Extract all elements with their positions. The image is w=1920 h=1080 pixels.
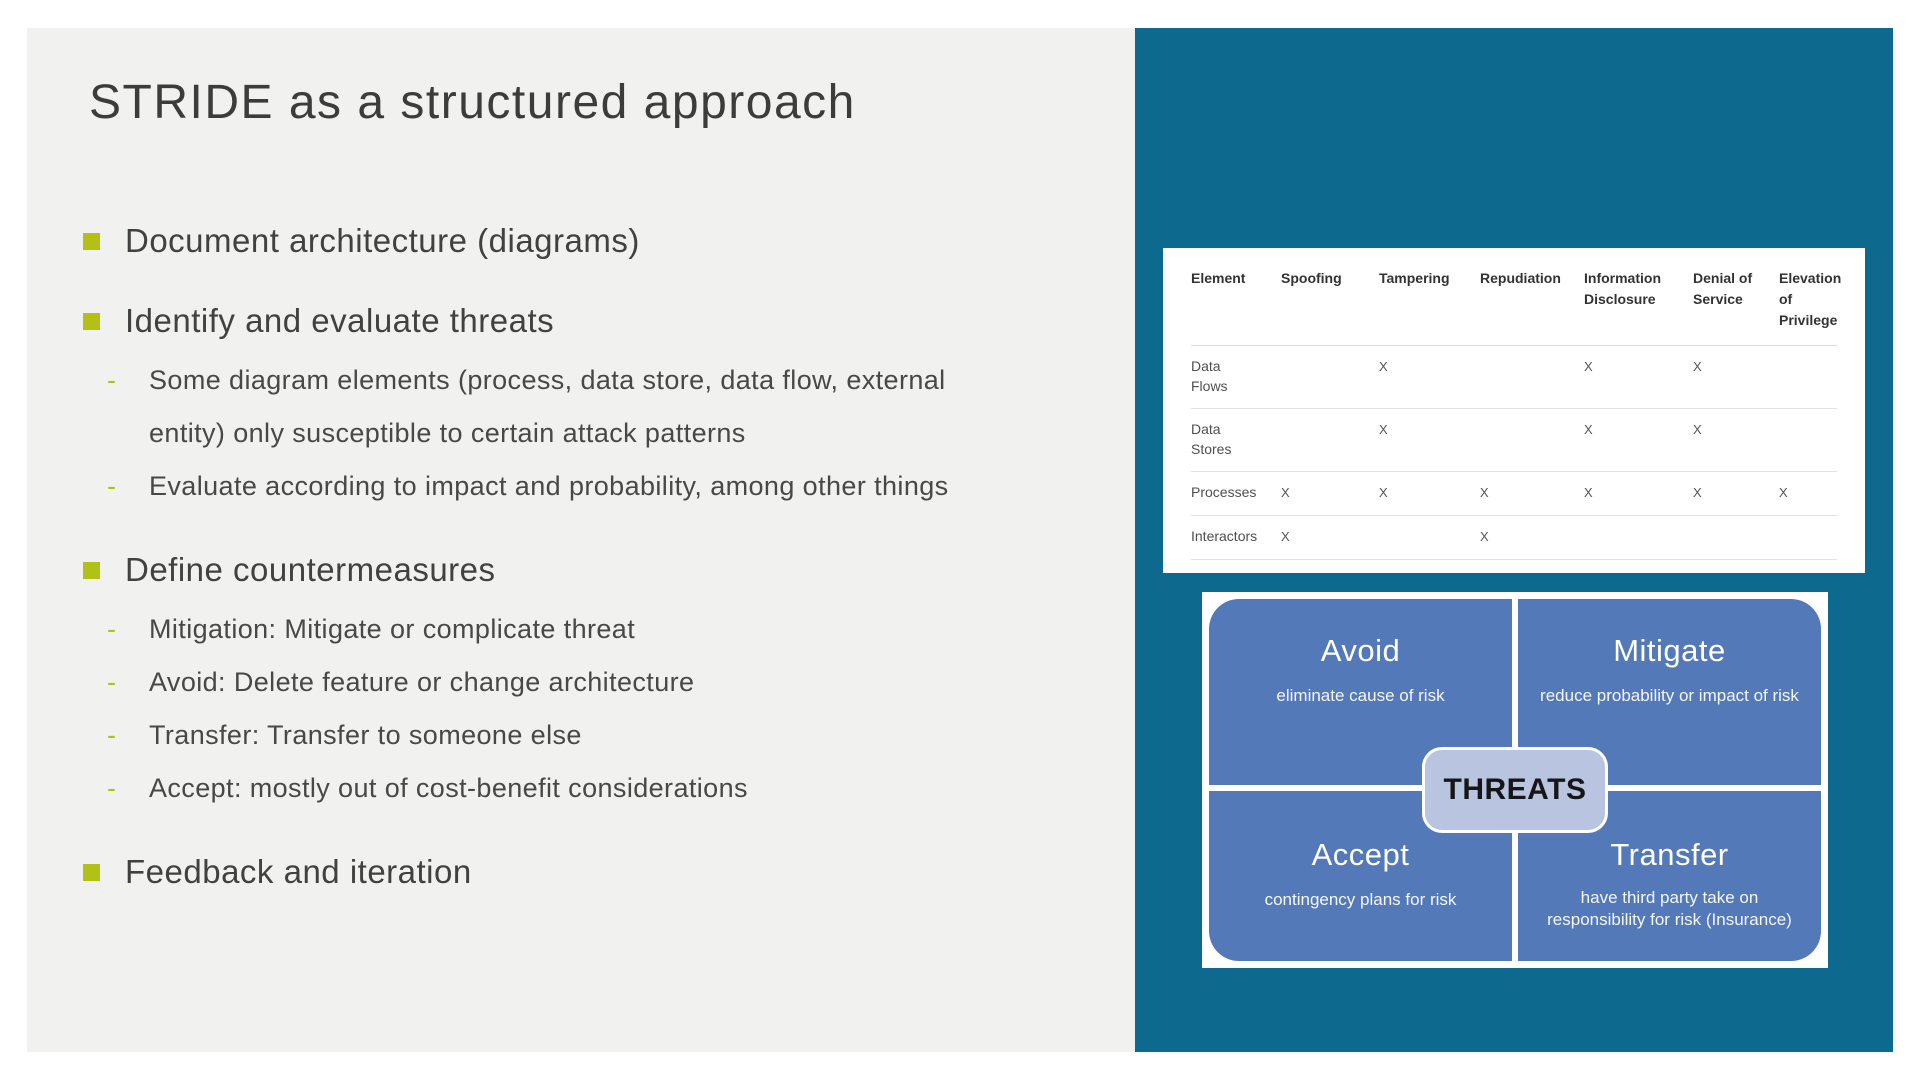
page-title: STRIDE as a structured approach [89, 76, 856, 129]
sub-bullet-label: Some diagram elements (process, data sto… [149, 365, 946, 448]
bullet-list: Document architecture (diagrams) Identify… [83, 218, 1135, 895]
dash-icon: - [107, 667, 116, 697]
bullet-item: Feedback and iteration [83, 849, 1095, 895]
mark-cell [1480, 356, 1584, 396]
table-row: Data Flows X X X [1191, 346, 1837, 409]
bullet-group: Feedback and iteration [83, 849, 1095, 895]
bullet-group: Document architecture (diagrams) [83, 218, 1095, 264]
bullet-label: Document architecture (diagrams) [125, 222, 640, 259]
sub-bullet-list: - Some diagram elements (process, data st… [105, 354, 1095, 513]
quadrant-title: Accept [1311, 837, 1410, 872]
quadrant-title: Mitigate [1613, 633, 1726, 668]
bullet-group: Define countermeasures-Mitigation: Mitig… [83, 547, 1095, 815]
bullet-item: Document architecture (diagrams) [83, 218, 1095, 264]
mark-cell [1281, 356, 1379, 396]
sub-bullet-item: - Accept: mostly out of cost-benefit cons… [105, 762, 1095, 815]
dash-icon: - [107, 720, 116, 750]
mark-cell [1584, 526, 1693, 547]
column-header: Spoofing [1281, 270, 1342, 286]
bullet-item: Identify and evaluate threats [83, 298, 1095, 344]
sub-bullet-item: - Avoid: Delete feature or change archite… [105, 656, 1095, 709]
content-panel: STRIDE as a structured approach Document… [27, 28, 1135, 1052]
threats-label: THREATS [1443, 773, 1587, 806]
mark-cell [1281, 419, 1379, 459]
quadrant-grid: Avoid eliminate cause of risk Mitigate r… [1209, 599, 1821, 961]
dash-icon: - [107, 773, 116, 803]
quadrant-avoid: Avoid eliminate cause of risk [1209, 599, 1512, 785]
sub-bullet-label: Mitigation: Mitigate or complicate threa… [149, 614, 636, 644]
bullet-square-icon [83, 864, 100, 881]
mark-cell: X [1281, 485, 1290, 500]
mark-cell: X [1379, 485, 1388, 500]
column-header: Element [1191, 270, 1246, 286]
bullet-square-icon [83, 562, 100, 579]
sub-bullet-label: Evaluate according to impact and probabi… [149, 471, 949, 501]
quadrant-description: reduce probability or impact of risk [1540, 686, 1799, 705]
mark-cell [1379, 526, 1480, 547]
sub-bullet-item: - Mitigation: Mitigate or complicate thre… [105, 603, 1095, 656]
bullet-square-icon [83, 233, 100, 250]
sub-bullet-item: - Evaluate according to impact and probab… [105, 460, 1095, 513]
stride-matrix-card: Element Spoofing Tampering Repudiation Infor… [1163, 248, 1865, 573]
mark-cell: X [1693, 422, 1702, 437]
quadrant-description: contingency plans for risk [1264, 890, 1457, 909]
bullet-group: Identify and evaluate threats-Some diagr… [83, 298, 1095, 513]
table-row: Processes X X X X X X [1191, 472, 1837, 516]
mark-cell [1779, 419, 1837, 459]
mark-cell: X [1480, 529, 1489, 544]
mark-cell [1480, 419, 1584, 459]
stride-table-header: Element Spoofing Tampering Repudiation Infor… [1191, 268, 1841, 346]
quadrant-title: Avoid [1320, 633, 1401, 668]
column-header: Repudiation [1480, 270, 1561, 286]
bullet-label: Feedback and iteration [125, 853, 472, 890]
row-label: Interactors [1191, 528, 1258, 544]
mark-cell: X [1379, 422, 1388, 437]
mark-cell [1779, 526, 1837, 547]
mark-cell [1693, 526, 1779, 547]
bullet-item: Define countermeasures [83, 547, 1095, 593]
mark-cell: X [1584, 485, 1593, 500]
dash-icon: - [107, 365, 116, 395]
threats-center-box: THREATS [1422, 747, 1608, 833]
sub-bullet-item: - Transfer: Transfer to someone else [105, 709, 1095, 762]
mark-cell [1779, 356, 1837, 396]
dash-icon: - [107, 614, 116, 644]
sub-bullet-label: Accept: mostly out of cost-benefit consi… [149, 773, 748, 803]
sub-bullet-label: Avoid: Delete feature or change architec… [149, 667, 695, 697]
row-label: Data Flows [1191, 358, 1228, 394]
mark-cell: X [1480, 485, 1489, 500]
mark-cell: X [1379, 359, 1388, 374]
threat-response-figure: Avoid eliminate cause of risk Mitigate r… [1202, 592, 1828, 968]
column-header: Denial of Service [1693, 270, 1753, 307]
mark-cell: X [1584, 359, 1593, 374]
sub-bullet-label: Transfer: Transfer to someone else [149, 720, 582, 750]
bullet-label: Define countermeasures [125, 551, 496, 588]
bullet-label: Identify and evaluate threats [125, 302, 555, 339]
sub-bullet-item: - Some diagram elements (process, data st… [105, 354, 1095, 460]
sub-bullet-list: - Mitigation: Mitigate or complicate thre… [105, 603, 1095, 815]
quadrant-description: eliminate cause of risk [1276, 686, 1445, 705]
dash-icon: - [107, 471, 116, 501]
row-label: Processes [1191, 484, 1257, 500]
bullet-square-icon [83, 313, 100, 330]
quadrant-title: Transfer [1610, 837, 1729, 872]
mark-cell: X [1693, 485, 1702, 500]
column-header: Information Disclosure [1584, 270, 1661, 307]
visual-panel: Element Spoofing Tampering Repudiation Infor… [1135, 28, 1893, 1052]
mark-cell: X [1779, 485, 1788, 500]
column-header: Elevation of Privilege [1779, 270, 1842, 328]
table-row: Interactors X X [1191, 516, 1837, 560]
table-row: Data Stores X X X [1191, 409, 1837, 472]
row-label: Data Stores [1191, 421, 1232, 457]
mark-cell: X [1693, 359, 1702, 374]
mark-cell: X [1281, 529, 1290, 544]
column-header: Tampering [1379, 270, 1450, 286]
quadrant-description: have third party take on responsibility … [1547, 888, 1792, 929]
mark-cell: X [1584, 422, 1593, 437]
